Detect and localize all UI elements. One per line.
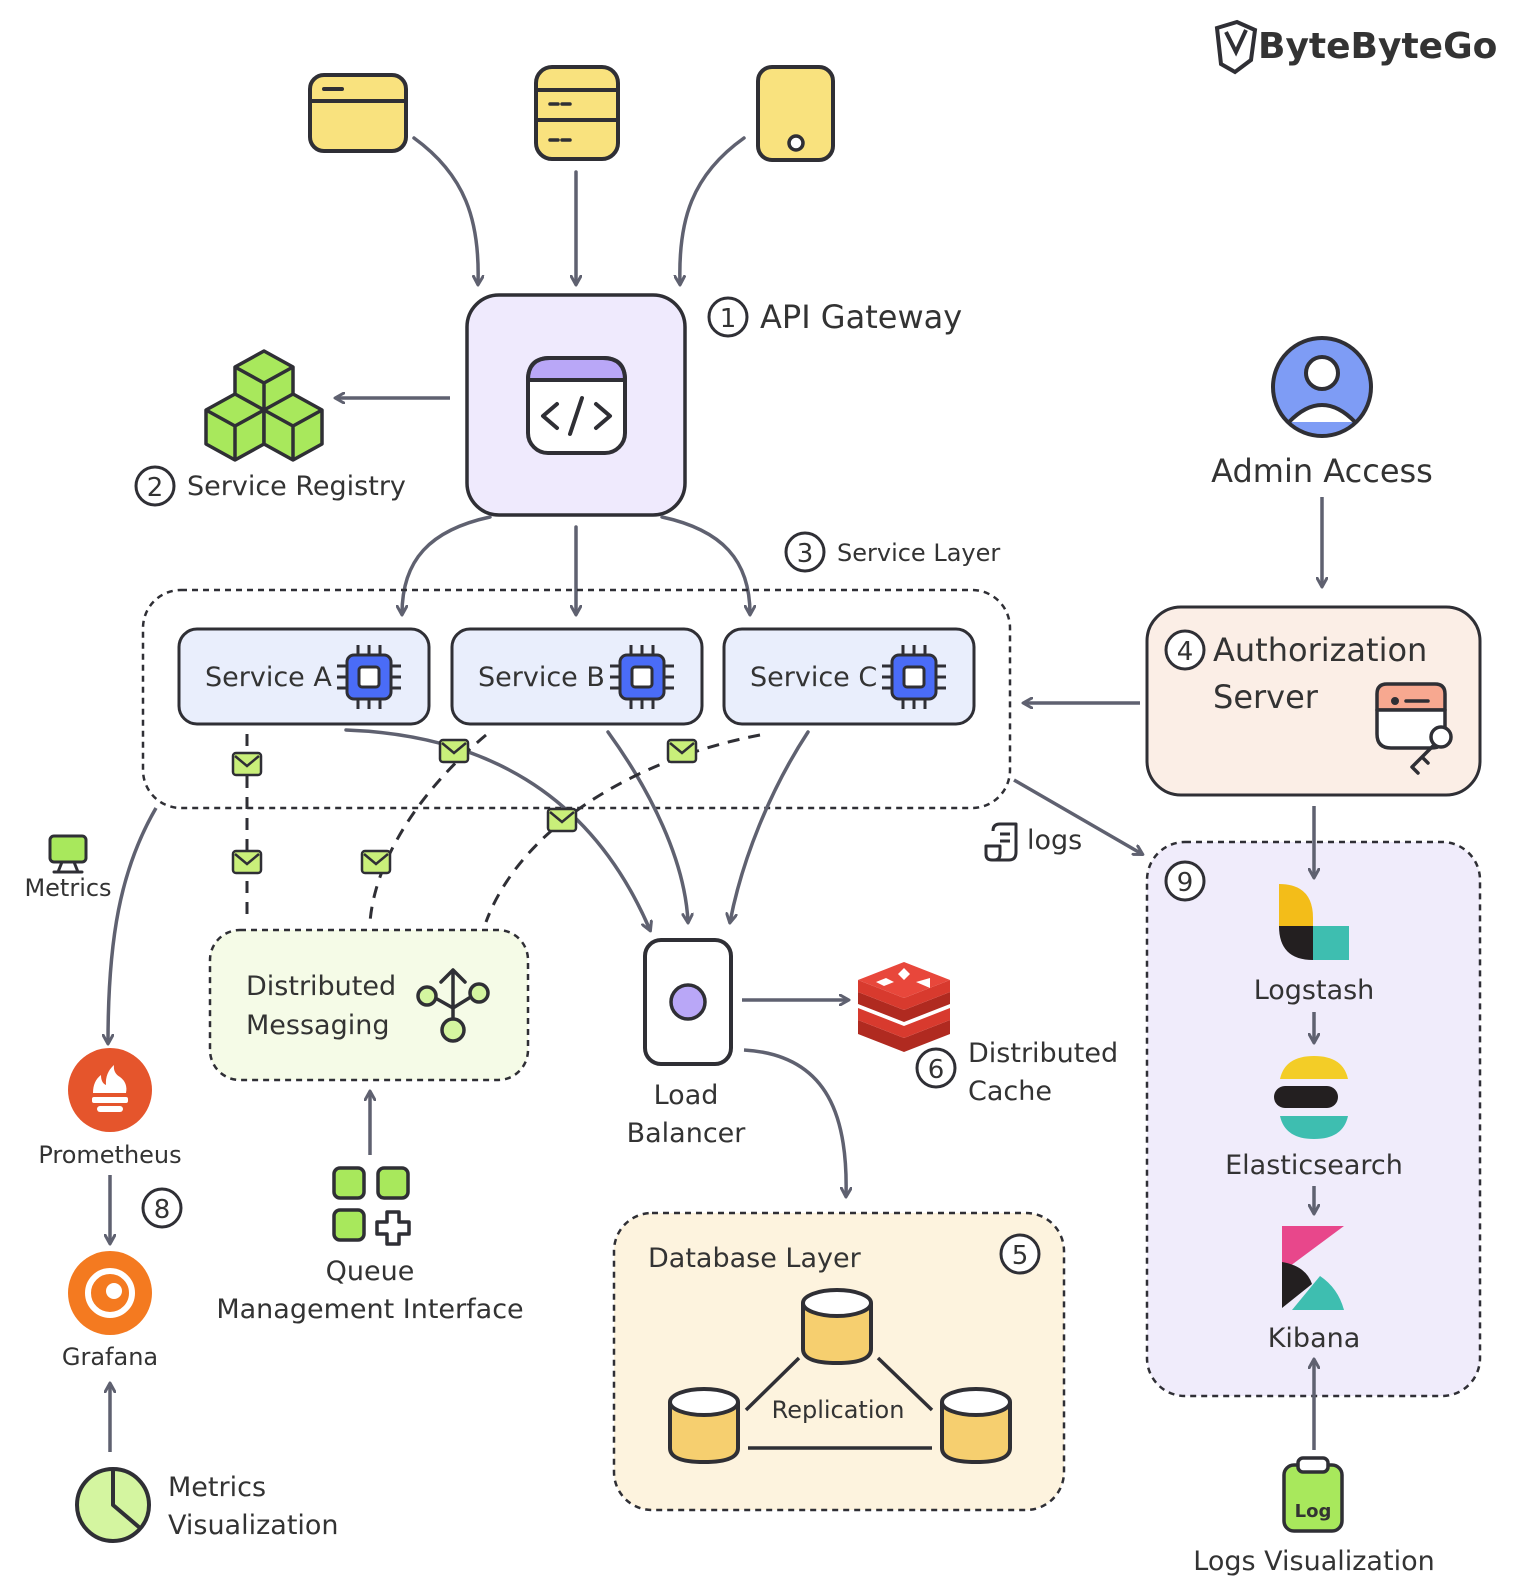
badge-9: 9 bbox=[1177, 868, 1194, 898]
service-registry-label: 2 Service Registry bbox=[134, 465, 406, 507]
elasticsearch-label: Elasticsearch bbox=[1225, 1150, 1403, 1181]
database-cylinder-icon bbox=[940, 1387, 1012, 1465]
service-registry-text: Service Registry bbox=[187, 471, 406, 502]
prometheus-label: Prometheus bbox=[38, 1141, 181, 1169]
badge-6: 6 bbox=[928, 1055, 945, 1085]
branch-icon bbox=[416, 968, 490, 1043]
badge-4: 4 bbox=[1177, 637, 1194, 667]
authorization-server-text: Authorization bbox=[1213, 631, 1427, 669]
authorization-server-text: Server bbox=[1213, 678, 1319, 716]
database-cylinder-icon bbox=[801, 1288, 873, 1366]
scroll-icon bbox=[984, 822, 1018, 862]
queue-management-label: Queue bbox=[326, 1256, 415, 1287]
arrow-gateway-service-a bbox=[402, 515, 492, 614]
database-layer-text: Database Layer bbox=[648, 1243, 862, 1274]
metrics-visualization-label: Visualization bbox=[168, 1510, 339, 1541]
service-a-label: Service A bbox=[205, 662, 332, 693]
monitor-icon bbox=[48, 834, 88, 874]
brand-name: ByteByteGo bbox=[1258, 26, 1497, 67]
service-registry-cubes-icon bbox=[204, 349, 324, 462]
arrow-mobile-gateway bbox=[680, 136, 746, 284]
elasticsearch-icon bbox=[1274, 1056, 1348, 1139]
api-gateway-text: API Gateway bbox=[760, 298, 962, 336]
distributed-cache-label: Distributed bbox=[968, 1038, 1118, 1069]
load-balancer-label: Balancer bbox=[627, 1118, 747, 1149]
badge-8: 8 bbox=[154, 1195, 171, 1225]
distributed-cache-label: Cache bbox=[968, 1076, 1052, 1107]
message-envelope-icon bbox=[360, 849, 392, 875]
logo-icon bbox=[1214, 19, 1258, 75]
load-balancer-label: Load bbox=[654, 1080, 719, 1111]
client-arrows bbox=[412, 136, 746, 284]
arrow-lb-database bbox=[743, 1048, 846, 1196]
authorization-server-box: 4 Authorization Server bbox=[1145, 605, 1482, 797]
logs-label: logs bbox=[1027, 825, 1082, 856]
distributed-messaging-text: Messaging bbox=[246, 1010, 389, 1041]
database-cylinder-icon bbox=[668, 1387, 740, 1465]
service-layer-label: 3 Service Layer bbox=[784, 531, 1000, 573]
arrow-service-a-lb bbox=[344, 728, 650, 930]
database-layer-box: Database Layer 5 Replication bbox=[612, 1211, 1066, 1512]
logstash-icon bbox=[1279, 884, 1349, 960]
replication-label: Replication bbox=[772, 1396, 905, 1424]
code-window-icon bbox=[525, 356, 628, 455]
grafana-label: Grafana bbox=[62, 1343, 158, 1371]
api-gateway-label: 1 API Gateway bbox=[707, 296, 962, 338]
service-layer-text: Service Layer bbox=[837, 539, 1000, 567]
badge-1: 1 bbox=[720, 304, 737, 334]
service-b-box: Service B bbox=[450, 627, 704, 726]
mobile-client-icon bbox=[756, 65, 835, 162]
grafana-icon bbox=[68, 1251, 152, 1335]
api-gateway-box bbox=[465, 293, 687, 517]
queue-management-label: Management Interface bbox=[216, 1294, 523, 1325]
server-client-icon bbox=[534, 65, 620, 161]
metrics-label: Metrics bbox=[24, 874, 111, 902]
message-envelope-icon bbox=[666, 738, 698, 764]
admin-user-icon bbox=[1271, 336, 1373, 438]
key-lock-icon bbox=[1375, 682, 1453, 775]
browser-client-icon bbox=[308, 73, 408, 153]
service-b-label: Service B bbox=[478, 662, 605, 693]
badge-2: 2 bbox=[147, 473, 164, 503]
service-a-box: Service A bbox=[177, 627, 431, 726]
bytebytego-logo: ByteByteGo bbox=[1214, 19, 1497, 75]
redis-cache-icon bbox=[858, 962, 950, 1052]
badge-5: 5 bbox=[1012, 1241, 1029, 1271]
message-envelope-icon bbox=[438, 738, 470, 764]
message-envelope-icon bbox=[231, 751, 263, 777]
service-layer-container bbox=[141, 588, 1012, 810]
log-clipboard-icon: Log bbox=[1282, 1456, 1344, 1533]
load-balancer-icon bbox=[643, 938, 733, 1066]
pie-chart-icon bbox=[75, 1467, 151, 1543]
service-c-label: Service C bbox=[750, 662, 877, 693]
metrics-visualization-label: Metrics bbox=[168, 1472, 266, 1503]
logstash-label: Logstash bbox=[1254, 975, 1375, 1006]
distributed-messaging-text: Distributed bbox=[246, 971, 396, 1002]
arrow-services-prometheus bbox=[108, 807, 158, 1043]
arrow-browser-gateway bbox=[412, 136, 478, 284]
arrow-gateway-service-c bbox=[660, 515, 750, 614]
arrow-services-logs bbox=[1013, 778, 1142, 854]
apps-grid-icon bbox=[332, 1166, 411, 1246]
badge-3: 3 bbox=[797, 539, 814, 569]
logs-visualization-label: Logs Visualization bbox=[1193, 1546, 1434, 1577]
prometheus-icon bbox=[68, 1048, 152, 1132]
kibana-label: Kibana bbox=[1268, 1323, 1361, 1354]
message-envelope-icon bbox=[231, 849, 263, 875]
service-c-box: Service C bbox=[722, 627, 976, 726]
arrow-service-b-lb bbox=[606, 730, 688, 922]
kibana-icon bbox=[1282, 1226, 1344, 1310]
log-badge-text: Log bbox=[1295, 1501, 1332, 1522]
distributed-messaging-box: Distributed Messaging bbox=[208, 928, 530, 1082]
message-envelope-icon bbox=[546, 807, 578, 833]
arrow-service-c-lb bbox=[730, 730, 810, 922]
admin-access-label: Admin Access bbox=[1211, 452, 1433, 490]
